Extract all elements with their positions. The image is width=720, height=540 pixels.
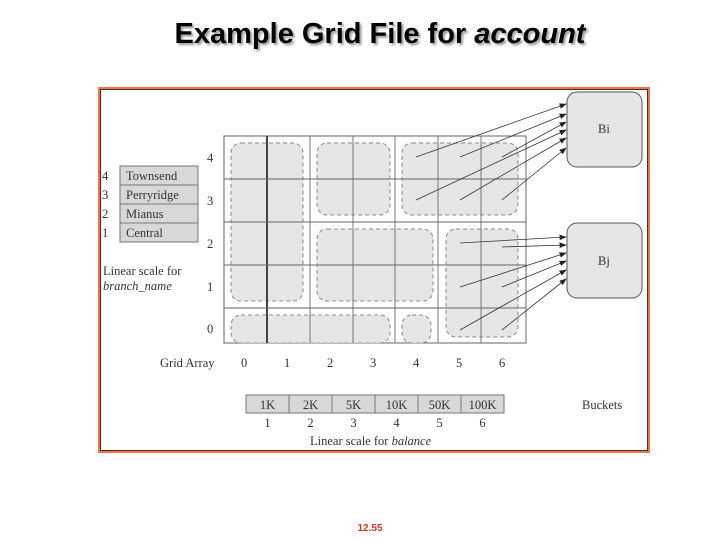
bucket-bi <box>566 91 643 168</box>
grid-row-label: 1 <box>207 280 213 294</box>
grid-column-label: 4 <box>413 356 420 370</box>
bucket-pointer-arrow <box>459 234 567 244</box>
bucket-pointer-arrow <box>501 147 567 201</box>
grid-column-label: 5 <box>456 356 462 370</box>
grid-column-label: 1 <box>284 356 290 370</box>
bucket-pointers <box>415 103 567 331</box>
bucket-bj <box>566 222 643 299</box>
branch-name: Perryridge <box>126 188 179 202</box>
branch-index: 4 <box>102 169 109 183</box>
branch-name: Central <box>126 226 163 240</box>
branch-name: Mianus <box>126 207 164 221</box>
balance-value: 10K <box>386 398 408 412</box>
grid-row-label: 4 <box>207 151 214 165</box>
bucket-pointer-arrow <box>501 278 567 331</box>
branch-index: 3 <box>102 188 108 202</box>
bucket-pointer-arrow <box>459 113 567 158</box>
grid-column-label: 0 <box>241 356 247 370</box>
page-number: 12.55 <box>357 523 383 534</box>
bucket-pointer-arrow <box>459 137 567 201</box>
title-text: Example Grid File for <box>174 18 475 50</box>
bucket-pointer-arrow <box>501 260 567 288</box>
balance-index: 2 <box>307 416 313 430</box>
balance-index: 6 <box>479 416 485 430</box>
branch-index: 1 <box>102 226 108 240</box>
branch-scale-caption-field: branch_name <box>103 279 172 293</box>
bucket-pointer-arrow <box>501 121 567 158</box>
branch-scale-cell <box>119 222 199 243</box>
grid-column-label: 2 <box>327 356 333 370</box>
buckets-label: Buckets <box>582 398 622 412</box>
balance-linear-scale: 1K 1 2K 2 5K 3 10K 4 50K 5 100K 6 <box>245 394 505 430</box>
bucket-bi-label: Bi <box>598 122 610 136</box>
title-emphasis: account <box>474 18 586 50</box>
balance-index: 4 <box>393 416 400 430</box>
balance-index: 3 <box>350 416 356 430</box>
grid-region <box>401 314 432 344</box>
balance-index: 1 <box>264 416 270 430</box>
grid-row-label: 3 <box>207 194 213 208</box>
diagram-frame <box>98 87 650 453</box>
balance-value: 100K <box>469 398 497 412</box>
slide-title: Example Grid File for account <box>0 18 720 51</box>
branch-index: 2 <box>102 207 108 221</box>
balance-scale-cell <box>460 394 505 414</box>
bucket-pointer-arrow <box>459 252 567 288</box>
balance-value: 1K <box>260 398 275 412</box>
balance-value: 50K <box>429 398 451 412</box>
bucket-pointer-arrow <box>415 103 567 158</box>
balance-scale-caption: Linear scale for balance <box>310 434 432 448</box>
bucket-pointer-arrow <box>501 242 567 248</box>
grid-column-label: 6 <box>499 356 505 370</box>
grid-array-label: Grid Array <box>160 356 215 370</box>
branch-scale-caption: Linear scale for <box>103 264 182 278</box>
grid-row-label: 0 <box>207 322 213 336</box>
grid-region <box>445 228 519 338</box>
balance-value: 5K <box>346 398 361 412</box>
bucket-pointer-arrow <box>459 269 567 331</box>
grid-row-label: 2 <box>207 237 213 251</box>
bucket-pointer-arrow <box>415 129 567 201</box>
branch-name: Townsend <box>126 169 178 183</box>
grid-column-label: 3 <box>370 356 376 370</box>
balance-value: 2K <box>303 398 318 412</box>
balance-index: 5 <box>436 416 442 430</box>
bucket-bj-label: Bj <box>598 254 610 268</box>
